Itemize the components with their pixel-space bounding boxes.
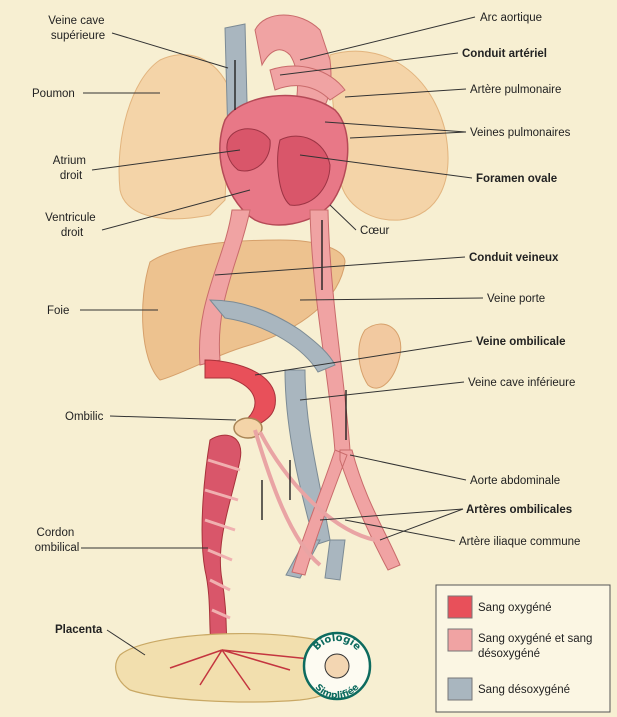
label-veine-cave-inferieure: Veine cave inférieure [468,377,575,389]
label-placenta: Placenta [55,624,103,636]
label-veine-ombilicale: Veine ombilicale [476,336,565,348]
label-artere-iliaque-commune: Artère iliaque commune [459,536,580,548]
left-ventricle [277,135,331,206]
label-artere-pulmonaire: Artère pulmonaire [470,84,561,96]
cord-spiral [204,458,241,620]
legend-label-mixed: Sang oxygéné et sang désoxygéné [478,633,596,660]
label-conduit-arteriel: Conduit artériel [462,48,547,60]
label-aorte-abdominale: Aorte abdominale [470,475,560,487]
legend-swatch-mixed [447,628,473,652]
label-veine-porte: Veine porte [487,293,545,305]
label-ombilic: Ombilic [65,411,104,423]
label-arteres-ombilicales: Artères ombilicales [466,504,572,516]
label-coeur: Cœur [360,225,390,237]
label-poumon: Poumon [32,88,75,100]
watermark-bottom: Simplifiée [313,683,361,702]
label-foie: Foie [47,305,69,317]
legend-label-oxygenated: Sang oxygéné [478,602,552,614]
legend-swatch-deoxygenated [447,677,473,701]
watermark-logo: Biologie Simplifiée [302,631,372,702]
label-veine-cave-superieure: Veine cave supérieure [48,15,107,42]
label-atrium-droit: Atrium droit [53,155,89,182]
label-cordon-ombilical: Cordon ombilical [35,527,80,554]
placenta-vessels [169,649,321,691]
portal-vein [208,299,336,373]
descending-aorta [309,209,351,453]
umbilical-vein [204,359,276,426]
watermark-top: Biologie [311,633,362,653]
kidney [358,323,402,389]
pulmonary-artery [269,65,346,101]
label-arc-aortique: Arc aortique [480,12,542,24]
flow-arrows [234,60,347,520]
label-conduit-veineux: Conduit veineux [469,252,559,264]
left-lung [118,54,231,220]
iliac-arteries [291,449,401,576]
leader-lines [80,16,484,656]
right-atrium [226,128,271,172]
legend-label-deoxygenated: Sang désoxygéné [478,684,570,696]
legend-swatch-oxygenated [447,595,473,619]
legend: Sang oxygéné Sang oxygéné et sang désoxy… [435,584,611,713]
label-ventricule-droit: Ventricule droit [45,212,99,239]
umbilical-cord [201,434,242,653]
label-veines-pulmonaires: Veines pulmonaires [470,127,571,139]
label-foramen-ovale: Foramen ovale [476,173,557,185]
umbilical-arteries [253,429,376,567]
inferior-vena-cava [198,209,251,366]
